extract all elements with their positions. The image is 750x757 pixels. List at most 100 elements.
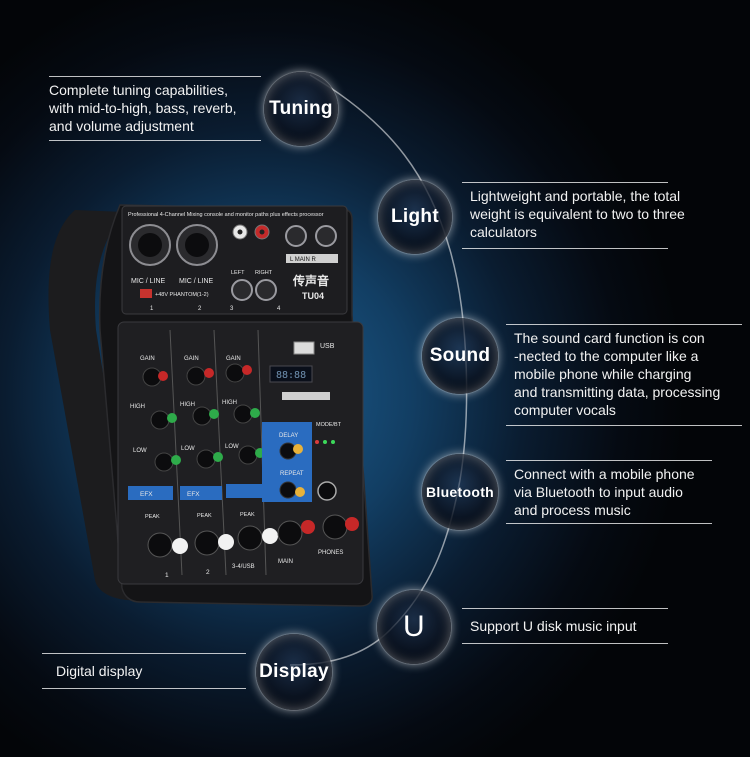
delay-knob-cap xyxy=(293,444,303,454)
efx-label-1: EFX xyxy=(140,491,153,498)
rca-left-core xyxy=(237,229,243,235)
rca-left-label: LEFT xyxy=(231,270,245,276)
transport-button-strip xyxy=(282,392,330,400)
high-knob-1 xyxy=(150,410,170,430)
gain-knob-3-cap xyxy=(242,365,252,375)
channel-number-3: 3 xyxy=(230,306,234,312)
channel-number-2: 2 xyxy=(198,306,202,312)
feature-label-sound: Sound xyxy=(429,345,491,366)
xlr-jack-2-core xyxy=(185,233,209,257)
main-knob-cap xyxy=(301,520,315,534)
feature-circle-usb: U xyxy=(377,590,451,664)
low-knob-3 xyxy=(238,445,258,465)
feature-line: with mid-to-high, bass, reverb, xyxy=(49,100,237,116)
rca-right-label: RIGHT xyxy=(255,270,273,276)
low-label-3: LOW xyxy=(225,444,239,450)
channel-number-1: 1 xyxy=(150,306,154,312)
low-knob-1 xyxy=(154,452,174,472)
feature-line: weight is equivalent to two to three xyxy=(470,206,685,222)
xlr-jack-1-core xyxy=(138,233,162,257)
feature-circle-bluetooth: Bluetooth xyxy=(422,454,498,530)
mic-line-label-1: MIC / LINE xyxy=(131,278,166,285)
feature-text-sound: The sound card function is con -nected t… xyxy=(506,324,742,426)
feature-line: Connect with a mobile phone xyxy=(514,466,695,482)
gain-label-1: GAIN xyxy=(140,356,155,362)
channel-label-1: 1 xyxy=(165,572,169,579)
volume-knob-3-cap xyxy=(262,528,278,544)
low-knob-1-cap xyxy=(171,455,181,465)
led-green-2 xyxy=(331,440,335,444)
feature-label-usb: U xyxy=(403,610,425,643)
repeat-knob-cap xyxy=(295,487,305,497)
efx-strip-2 xyxy=(180,486,222,500)
high-label-2: HIGH xyxy=(180,402,195,408)
headphone-jack xyxy=(317,481,337,501)
volume-knob-2-cap xyxy=(218,534,234,550)
feature-label-bluetooth: Bluetooth xyxy=(425,484,495,500)
efx-strip-3 xyxy=(226,484,264,498)
feature-line: and transmitting data, processing xyxy=(514,384,721,400)
feature-line: Digital display xyxy=(56,663,143,679)
feature-text-bluetooth: Connect with a mobile phone via Bluetoot… xyxy=(506,460,712,524)
audio-mixer-device: Professional 4-Channel Mixing console an… xyxy=(48,204,373,607)
main-knob xyxy=(277,520,303,546)
main-lr-label-plate xyxy=(286,254,338,263)
feature-line: mobile phone while charging xyxy=(514,366,692,382)
low-knob-2 xyxy=(196,449,216,469)
feature-line: computer vocals xyxy=(514,402,616,418)
main-out-jack-r xyxy=(315,225,337,247)
feature-text-light: Lightweight and portable, the total weig… xyxy=(462,182,685,249)
peak-label-2: PEAK xyxy=(197,513,212,519)
rca-right-core xyxy=(259,229,265,235)
feature-circle-sound: Sound xyxy=(422,318,498,394)
feature-circle-tuning: Tuning xyxy=(264,72,338,146)
mode-bt-label: MODE/BT xyxy=(316,422,342,428)
channel-number-4: 4 xyxy=(277,306,281,312)
channel-label-34: 3-4/USB xyxy=(232,564,255,570)
feature-circle-display: Display xyxy=(256,634,332,710)
channel-label-2: 2 xyxy=(206,569,210,576)
high-knob-3-cap xyxy=(250,408,260,418)
mic-line-label-2: MIC / LINE xyxy=(179,278,214,285)
line-in-jack-4 xyxy=(255,279,277,301)
feature-circle-light: Light xyxy=(378,180,452,254)
efx-strip-1 xyxy=(128,486,173,500)
repeat-label: REPEAT xyxy=(280,471,304,477)
peak-label-3: PEAK xyxy=(240,512,255,518)
feature-label-tuning: Tuning xyxy=(269,98,333,119)
led-green xyxy=(323,440,327,444)
volume-knob-2 xyxy=(194,530,220,556)
usb-port xyxy=(293,341,315,355)
gain-knob-2 xyxy=(186,366,206,386)
feature-text-tuning: Complete tuning capabilities, with mid-t… xyxy=(49,76,261,141)
high-label-1: HIGH xyxy=(130,404,145,410)
repeat-knob xyxy=(279,481,297,499)
brand-logo-text: 传声音 xyxy=(292,273,329,288)
model-name: TU04 xyxy=(302,291,324,301)
feature-line: Lightweight and portable, the total xyxy=(470,188,681,204)
gain-knob-1-cap xyxy=(158,371,168,381)
feature-line: Support U disk music input xyxy=(470,618,637,634)
feature-text-usb: Support U disk music input xyxy=(462,608,668,644)
phantom-label: +48V PHANTOM(1-2) xyxy=(155,292,209,298)
peak-label-1: PEAK xyxy=(145,514,160,520)
low-knob-2-cap xyxy=(213,452,223,462)
phones-knob-cap xyxy=(345,517,359,531)
feature-line: Complete tuning capabilities, xyxy=(49,82,228,98)
low-label-1: LOW xyxy=(133,448,147,454)
usb-label: USB xyxy=(320,343,335,350)
feature-label-display: Display xyxy=(259,661,329,682)
volume-knob-3 xyxy=(237,525,263,551)
efx-label-2: EFX xyxy=(187,491,200,498)
gain-label-2: GAIN xyxy=(184,356,199,362)
delay-label: DELAY xyxy=(279,433,298,439)
main-label: MAIN xyxy=(278,559,293,565)
gain-knob-2-cap xyxy=(204,368,214,378)
phones-knob xyxy=(322,514,348,540)
gain-knob-3 xyxy=(225,363,245,383)
high-knob-3 xyxy=(233,404,253,424)
high-knob-2-cap xyxy=(209,409,219,419)
feature-line: via Bluetooth to input audio xyxy=(514,484,683,500)
line-in-jack-3 xyxy=(231,279,253,301)
